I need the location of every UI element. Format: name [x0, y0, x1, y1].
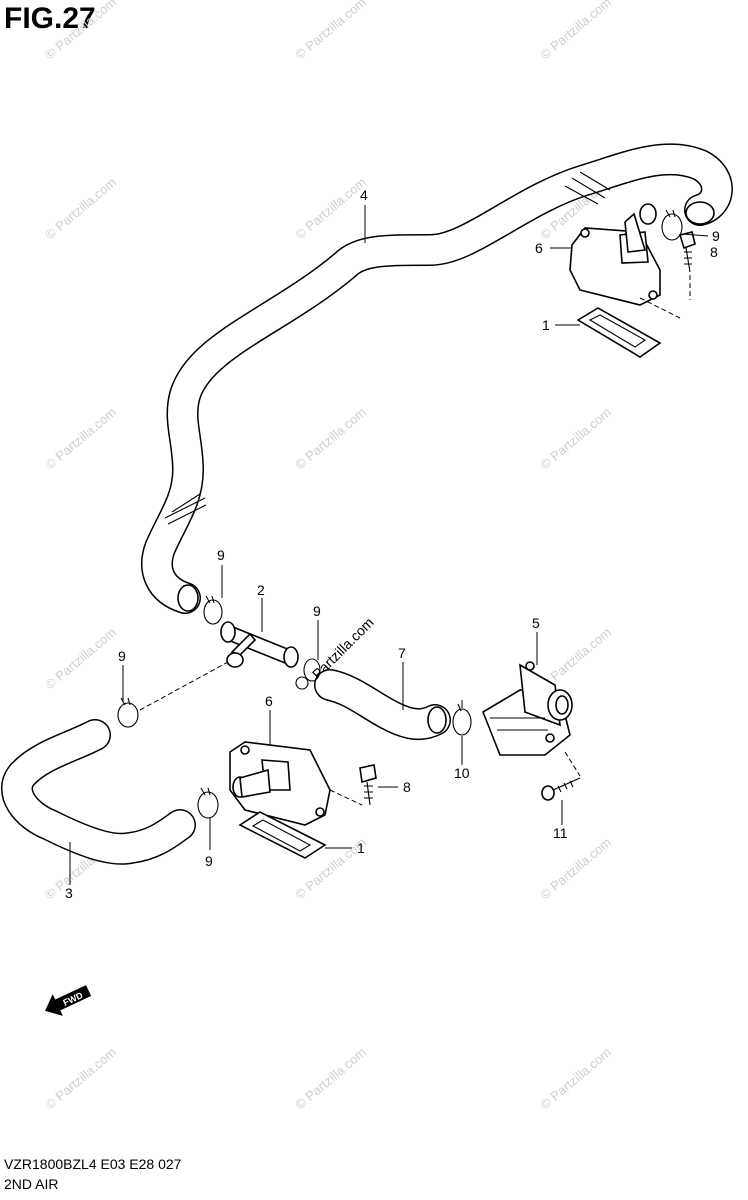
callout-9-left-b: 9	[118, 648, 126, 664]
clamp-9-left-a	[203, 595, 223, 625]
figure-title: FIG.27	[4, 2, 96, 35]
watermark-text: © Partzilla.com	[537, 0, 614, 62]
model-code: VZR1800BZL4 E03 E28 027	[4, 1156, 182, 1172]
callout-7: 7	[398, 645, 406, 661]
bolt-8-top	[678, 231, 696, 273]
callout-2: 2	[257, 582, 265, 598]
tee-joint-2	[220, 621, 299, 668]
callout-9-bottom: 9	[205, 853, 213, 869]
watermark-text: © Partzilla.com	[42, 0, 119, 62]
callout-1-bottom: 1	[357, 840, 365, 856]
watermark-text: © Partzilla.com	[292, 404, 369, 472]
callout-8-bottom: 8	[403, 779, 411, 795]
callout-4: 4	[360, 187, 368, 203]
watermark-text: © Partzilla.com	[292, 1044, 369, 1112]
gasket-1-top	[576, 307, 662, 358]
callout-10: 10	[454, 765, 470, 781]
callout-9-mid: 9	[313, 603, 321, 619]
watermark-text: © Partzilla.com	[537, 1044, 614, 1112]
leader-lines	[69, 205, 709, 885]
watermark-text: © Partzilla.com	[537, 404, 614, 472]
section-name: 2ND AIR	[4, 1176, 59, 1192]
screw-11	[541, 777, 581, 801]
watermark-text: © Partzilla.com	[292, 174, 369, 242]
callout-1-top: 1	[542, 317, 550, 333]
gasket-1-bottom	[238, 811, 327, 859]
callout-9-top: 9	[712, 228, 720, 244]
clip-10	[452, 703, 472, 736]
fwd-arrow-icon: FWD	[45, 985, 92, 1016]
hose-3	[1, 719, 196, 865]
callout-6-top: 6	[535, 240, 543, 256]
callout-6-bottom: 6	[265, 693, 273, 709]
hose-7	[314, 669, 451, 741]
clamp-9-mid	[295, 658, 321, 690]
watermark-text: © Partzilla.com	[42, 174, 119, 242]
callout-labels: 4 9 6 8 1 9 2 9 9 5 7 6 8 10 11 1 9 3	[65, 187, 720, 901]
callout-11: 11	[553, 825, 568, 841]
watermark-text: © Partzilla.com	[537, 834, 614, 902]
callout-3: 3	[65, 885, 73, 901]
clamp-9-left-b	[117, 697, 139, 728]
watermark-text: © Partzilla.com	[292, 0, 369, 62]
clamp-9-bottom	[197, 787, 219, 819]
watermark-text: © Partzilla.com	[42, 624, 119, 692]
callout-5: 5	[532, 615, 540, 631]
hose-4	[141, 143, 733, 614]
watermark-text: © Partzilla.com	[42, 404, 119, 472]
reed-cover-6-bottom	[229, 741, 331, 826]
valve-5	[482, 661, 573, 756]
bolt-8-bottom	[359, 764, 377, 806]
reed-cover-6-top	[569, 203, 661, 306]
callout-8-top: 8	[710, 244, 718, 260]
watermark-layer: © Partzilla.com © Partzilla.com © Partzi…	[42, 0, 614, 1112]
callout-9-left-a: 9	[217, 547, 225, 563]
clamp-9-top	[661, 209, 683, 241]
watermark-text: © Partzilla.com	[42, 1044, 119, 1112]
